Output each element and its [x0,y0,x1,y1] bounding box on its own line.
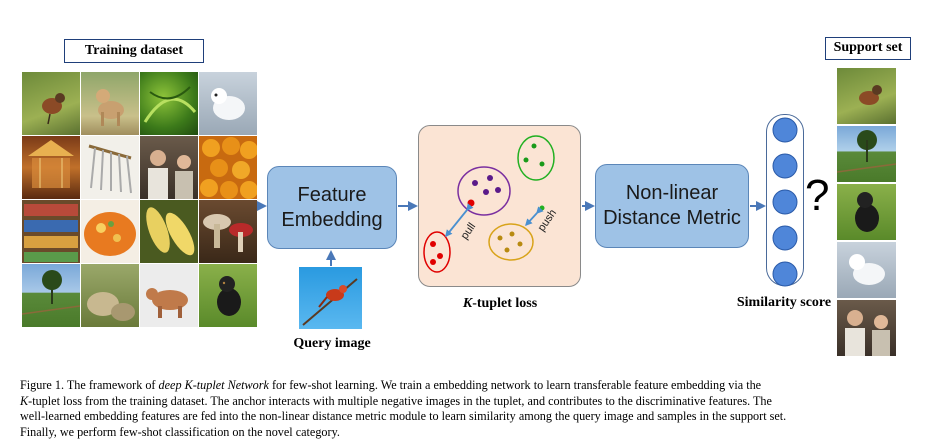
pull-arrow [445,203,474,238]
purple-point [487,175,493,181]
people-image [140,136,198,199]
support-image-people [837,300,896,356]
similarity-score-label: Similarity score [736,295,832,310]
push-label: push [536,207,560,233]
red-point [437,253,443,259]
library-shelves-image [22,200,80,263]
orange-point [509,231,515,237]
black-dog-image [199,264,257,327]
query-image-label: Query image [293,336,371,351]
red-point [430,259,436,265]
score-node [772,117,798,143]
arctic-fox-image [199,72,257,135]
orange-cluster [488,223,534,261]
green-point [531,143,537,149]
soup-bowl-image [81,200,139,263]
training-image-grid [22,72,258,328]
score-node [772,225,798,251]
green-point [539,161,545,167]
oranges-image [199,136,257,199]
push-arrow [525,206,544,227]
caption-prefix: Figure 1. The framework of [20,378,159,392]
score-node [772,153,798,179]
score-node [772,189,798,215]
k-italic-label: K [462,296,473,311]
green-point [523,157,529,163]
robin-bird-image [22,72,80,135]
score-nodes [772,117,798,287]
chimes-image [81,136,139,199]
plant-leaves-image [140,72,198,135]
dinosaur-toy-image [140,264,198,327]
feature-block-line1: Feature [297,183,367,206]
green-cluster [517,135,555,181]
orange-point [517,241,523,247]
tree-field-image [22,264,80,327]
caption-line-2: K-tuplet loss from the training dataset.… [20,394,914,410]
push-green-point [539,205,545,211]
pull-label: pull [459,221,479,242]
caption-line-3: well-learned embedding features are fed … [20,409,787,423]
query-image [299,267,362,329]
score-node [772,261,798,287]
caption-line2-rest: -tuplet loss from the training dataset. … [28,393,772,408]
training-dataset-label: Training dataset [64,39,204,63]
support-set-label: Support set [825,37,911,60]
orange-point [497,235,503,241]
feature-block-line2: Embedding [281,208,383,231]
caption-line-4: Finally, we perform few-shot classificat… [20,424,340,439]
purple-cluster [457,166,511,216]
rocks-image [81,264,139,327]
dog-image [81,72,139,135]
metric-block-line1: Non-linear [625,182,719,204]
purple-point [495,187,501,193]
caption-line-1: Figure 1. The framework of deep K-tuplet… [20,378,914,394]
caption-k-italic: K [20,393,29,408]
question-mark: ? [805,171,830,220]
purple-point [472,180,478,186]
support-image-landscape [837,126,896,182]
tuplet-loss-text: -tuplet loss [472,296,538,311]
mushrooms-image [199,200,257,263]
carousel-image [22,136,80,199]
support-image-dog [837,184,896,240]
anchor-red-point [467,199,475,207]
figure-caption: Figure 1. The framework of deep K-tuplet… [20,378,914,440]
caption-italic-title: deep K-tuplet Network [158,378,269,392]
purple-point [483,189,489,195]
k-tuplet-loss-label: K-tuplet loss [440,296,560,312]
red-cluster [423,231,451,273]
corn-image [140,200,198,263]
red-point [430,241,436,247]
support-image-fox [837,242,896,298]
orange-point [504,247,510,253]
metric-block-line2: Distance Metric [603,207,741,229]
caption-line1-rest: for few-shot learning. We train a embedd… [268,378,762,392]
support-image-bird [837,68,896,124]
